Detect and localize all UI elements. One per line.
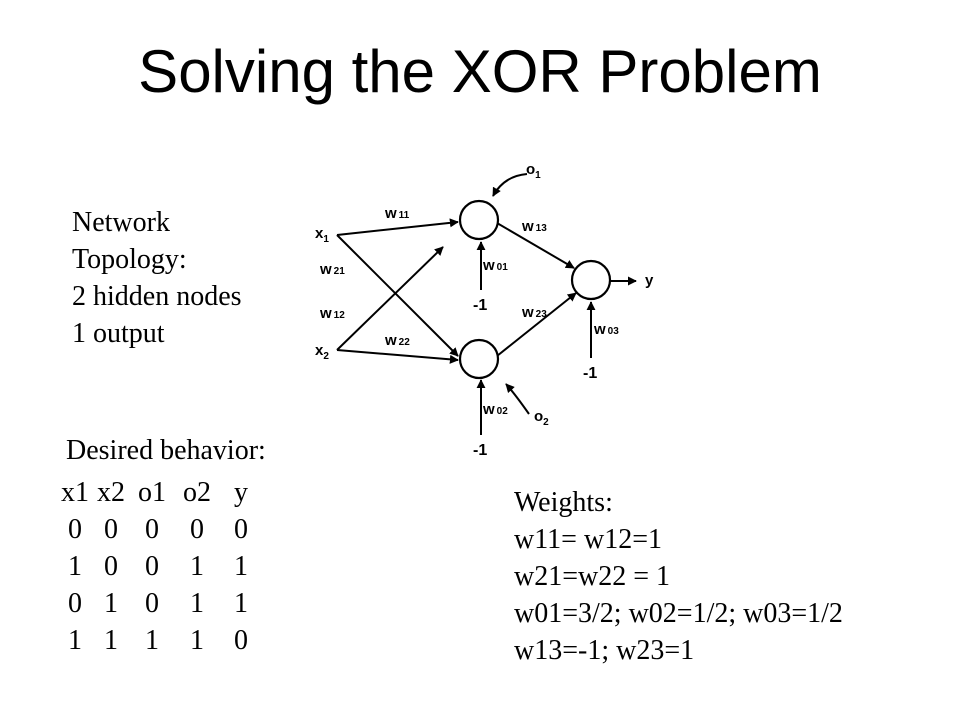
- table-cell: 0: [104, 550, 118, 582]
- table-row: 0 0 0 0 0: [58, 511, 262, 548]
- table-cell: 1: [234, 587, 248, 619]
- table-cell: 0: [68, 587, 82, 619]
- table-cell: 1: [190, 587, 204, 619]
- table-cell: 0: [234, 513, 248, 545]
- table-cell: 1: [104, 624, 118, 656]
- edge-x2-o1: [336, 246, 444, 351]
- table-cell: 1: [234, 550, 248, 582]
- table-row: 1 1 1 1 0: [58, 622, 262, 659]
- input-label-x2: x2: [315, 342, 329, 362]
- bias-value-o2: -1: [473, 442, 487, 459]
- table-row: 0 1 0 1 1: [58, 585, 262, 622]
- edge-o2-y: [496, 292, 577, 357]
- topology-line: 1 output: [72, 318, 165, 349]
- table-cell: 0: [104, 513, 118, 545]
- column-header: x2: [97, 476, 125, 508]
- table-cell: 0: [145, 550, 159, 582]
- column-header: y: [234, 476, 248, 508]
- curved-arrow-o1: [492, 173, 528, 197]
- table-cell: 0: [68, 513, 82, 545]
- hidden-label-o1: o1: [526, 161, 541, 181]
- table-cell: 1: [68, 550, 82, 582]
- column-header: o2: [183, 476, 211, 508]
- truth-table-header-row: x1 x2 o1 o2 y: [58, 474, 262, 511]
- column-header: x1: [61, 476, 89, 508]
- table-cell: 0: [145, 513, 159, 545]
- hidden-node-o2: [458, 338, 500, 380]
- topology-line: Network: [72, 207, 170, 238]
- weights-line: w01=3/2; w02=1/2; w03=1/2: [514, 598, 843, 629]
- table-cell: 1: [68, 624, 82, 656]
- weights-line: w21=w22 = 1: [514, 561, 671, 592]
- input-label-x1: x1: [315, 225, 329, 245]
- topology-line: 2 hidden nodes: [72, 281, 242, 312]
- output-label-y: y: [645, 272, 654, 289]
- truth-table: x1 x2 o1 o2 y 0 0 0 0 0 1 0 0 1 1: [58, 474, 262, 659]
- table-cell: 1: [145, 624, 159, 656]
- weights-line: w11= w12=1: [514, 524, 662, 555]
- edge-x1-o2: [336, 234, 459, 357]
- topology-line: Topology:: [72, 244, 187, 275]
- output-node-y: [570, 259, 612, 301]
- table-cell: 0: [190, 513, 204, 545]
- table-cell: 0: [234, 624, 248, 656]
- table-cell: 1: [104, 587, 118, 619]
- edge-x1-o1: [336, 218, 459, 236]
- table-row: 1 0 0 1 1: [58, 548, 262, 585]
- bias-value-o1: -1: [473, 297, 487, 314]
- weights-line: w13=-1; w23=1: [514, 635, 695, 666]
- table-cell: 1: [190, 550, 204, 582]
- curved-arrow-o2: [505, 383, 530, 415]
- table-cell: 0: [145, 587, 159, 619]
- weights-text: Weights: w11= w12=1 w21=w22 = 1 w01=3/2;…: [514, 484, 843, 669]
- network-topology-text: Network Topology: 2 hidden nodes 1 outpu…: [72, 204, 242, 352]
- edge-x2-o2: [336, 349, 459, 364]
- bias-value-y: -1: [583, 365, 597, 382]
- weights-label: Weights:: [514, 487, 613, 518]
- hidden-node-o1: [458, 199, 500, 241]
- hidden-label-o2: o2: [534, 408, 549, 428]
- desired-behavior-label: Desired behavior:: [66, 435, 266, 466]
- table-cell: 1: [190, 624, 204, 656]
- column-header: o1: [138, 476, 166, 508]
- edge-o1-y: [496, 222, 575, 269]
- slide-title: Solving the XOR Problem: [138, 38, 822, 105]
